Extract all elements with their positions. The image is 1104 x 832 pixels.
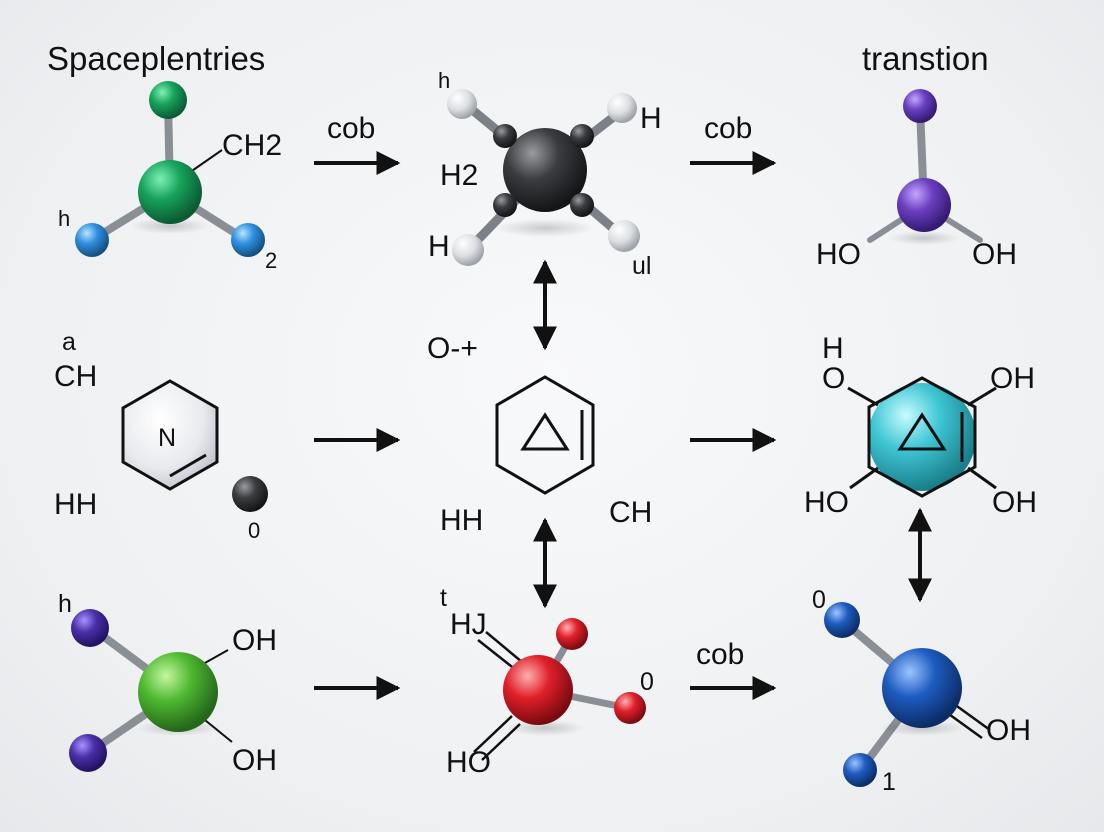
blue-atom	[75, 223, 109, 257]
molecule-8	[473, 618, 646, 761]
title-right: transtion	[862, 40, 989, 77]
atom-label: HO	[804, 486, 849, 519]
atom-label: HO	[816, 238, 861, 271]
atom-label: H	[640, 102, 662, 135]
atom-label: a	[62, 328, 76, 356]
arrow-label: cob	[704, 112, 753, 145]
molecule-5	[495, 375, 595, 495]
molecule-6	[847, 376, 997, 498]
atom-label: HH	[440, 504, 484, 537]
atom-label: ul	[632, 252, 652, 280]
atom-label: OH	[232, 624, 277, 657]
atom-label: OH	[972, 238, 1017, 271]
molecule-9	[824, 602, 991, 787]
atom-label: 0	[248, 518, 261, 543]
atom-label: CH2	[222, 129, 283, 162]
atom-label: HJ	[450, 608, 487, 641]
atom-label: 0	[640, 668, 654, 696]
atom-label: HH	[54, 488, 98, 521]
atom-label: h	[58, 206, 71, 231]
green-atom	[138, 160, 202, 224]
atom-label: t	[440, 584, 447, 612]
atom-label: H	[822, 332, 844, 365]
molecule-1	[75, 81, 265, 257]
reaction-arrows	[314, 151, 932, 700]
carbon-atom	[503, 128, 587, 212]
title-left: Spaceplentries	[47, 40, 266, 77]
green-atom	[149, 81, 187, 119]
atom-label: O	[822, 362, 846, 395]
arrow-label: cob	[696, 638, 745, 671]
arrow-label: cob	[327, 112, 376, 145]
atom-label: 1	[882, 768, 896, 796]
atom-label: H	[428, 230, 450, 263]
atom-label: H2	[440, 159, 479, 192]
molecule-2	[447, 89, 640, 266]
atom-label: OH	[986, 714, 1031, 747]
atom-label: CH	[609, 496, 653, 529]
atom-label: 0	[812, 586, 826, 614]
blue-atom	[231, 223, 265, 257]
atom-label: CH	[54, 360, 98, 393]
atom-label: OH	[990, 362, 1035, 395]
molecule-4	[121, 379, 268, 512]
atom-label: h	[58, 590, 72, 618]
atom-label: OH	[232, 744, 277, 777]
atom-label: O-+	[427, 332, 478, 365]
molecule-3	[867, 89, 983, 245]
molecule-7	[69, 609, 233, 772]
atom-label: HO	[446, 746, 491, 779]
atom-label: 2	[265, 248, 278, 273]
atom-label: OH	[992, 486, 1037, 519]
atom-label: h	[438, 68, 451, 93]
atom-label: N	[158, 424, 177, 452]
